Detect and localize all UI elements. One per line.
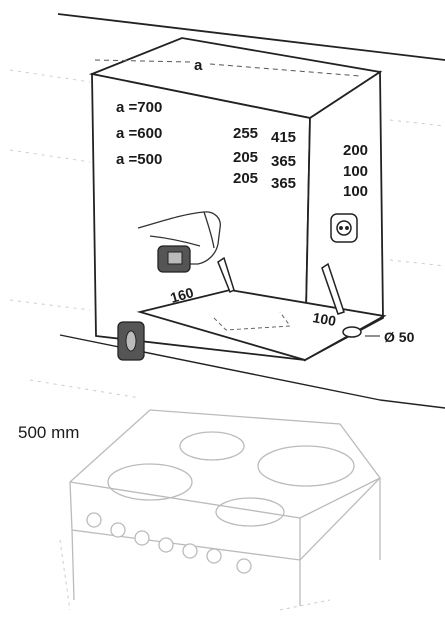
width-row-600: a =600 xyxy=(116,125,162,142)
width-rows: a =700 a =600 a =500 xyxy=(116,99,162,168)
measure-1-1: 255 xyxy=(233,125,258,142)
cable-hole-icon xyxy=(342,326,362,338)
width-row-700: a =700 xyxy=(116,99,162,116)
hand-icon xyxy=(137,211,221,265)
cooktop-burners xyxy=(107,431,355,527)
measure-3-3: 100 xyxy=(343,183,368,200)
measure-3-2: 100 xyxy=(343,163,368,180)
cooktop-knobs xyxy=(86,512,252,574)
measure-2-2: 365 xyxy=(271,153,296,170)
socket-icon xyxy=(330,213,358,243)
bracket-icon xyxy=(117,321,145,361)
width-symbol: a xyxy=(194,57,203,74)
diameter-label: Ø 50 xyxy=(384,329,415,345)
clearance-label: 500 mm xyxy=(18,423,79,442)
cooktop xyxy=(69,409,381,606)
measure-2-3: 365 xyxy=(271,175,296,192)
wall-outline xyxy=(57,13,445,409)
measure-2-1: 415 xyxy=(271,129,296,146)
wall-anchor-icon xyxy=(157,245,191,273)
measure-column-2: 415 365 365 xyxy=(271,129,296,192)
wall-texture xyxy=(9,69,445,399)
mounting-template xyxy=(136,289,387,361)
measure-column-1: 255 205 205 xyxy=(233,125,258,187)
measure-1-3: 205 xyxy=(233,170,258,187)
cooktop-sides xyxy=(59,539,331,611)
measure-1-2: 205 xyxy=(233,149,258,166)
measure-3-1: 200 xyxy=(343,142,368,159)
depth-160-label: 160 xyxy=(168,284,195,306)
screw-icon xyxy=(217,256,345,315)
width-row-500: a =500 xyxy=(116,151,162,168)
width-dimension xyxy=(94,59,361,77)
template-dashed-area xyxy=(213,311,291,331)
depth-100-label: 100 xyxy=(311,309,337,329)
measure-column-3: 200 100 100 xyxy=(343,142,368,200)
